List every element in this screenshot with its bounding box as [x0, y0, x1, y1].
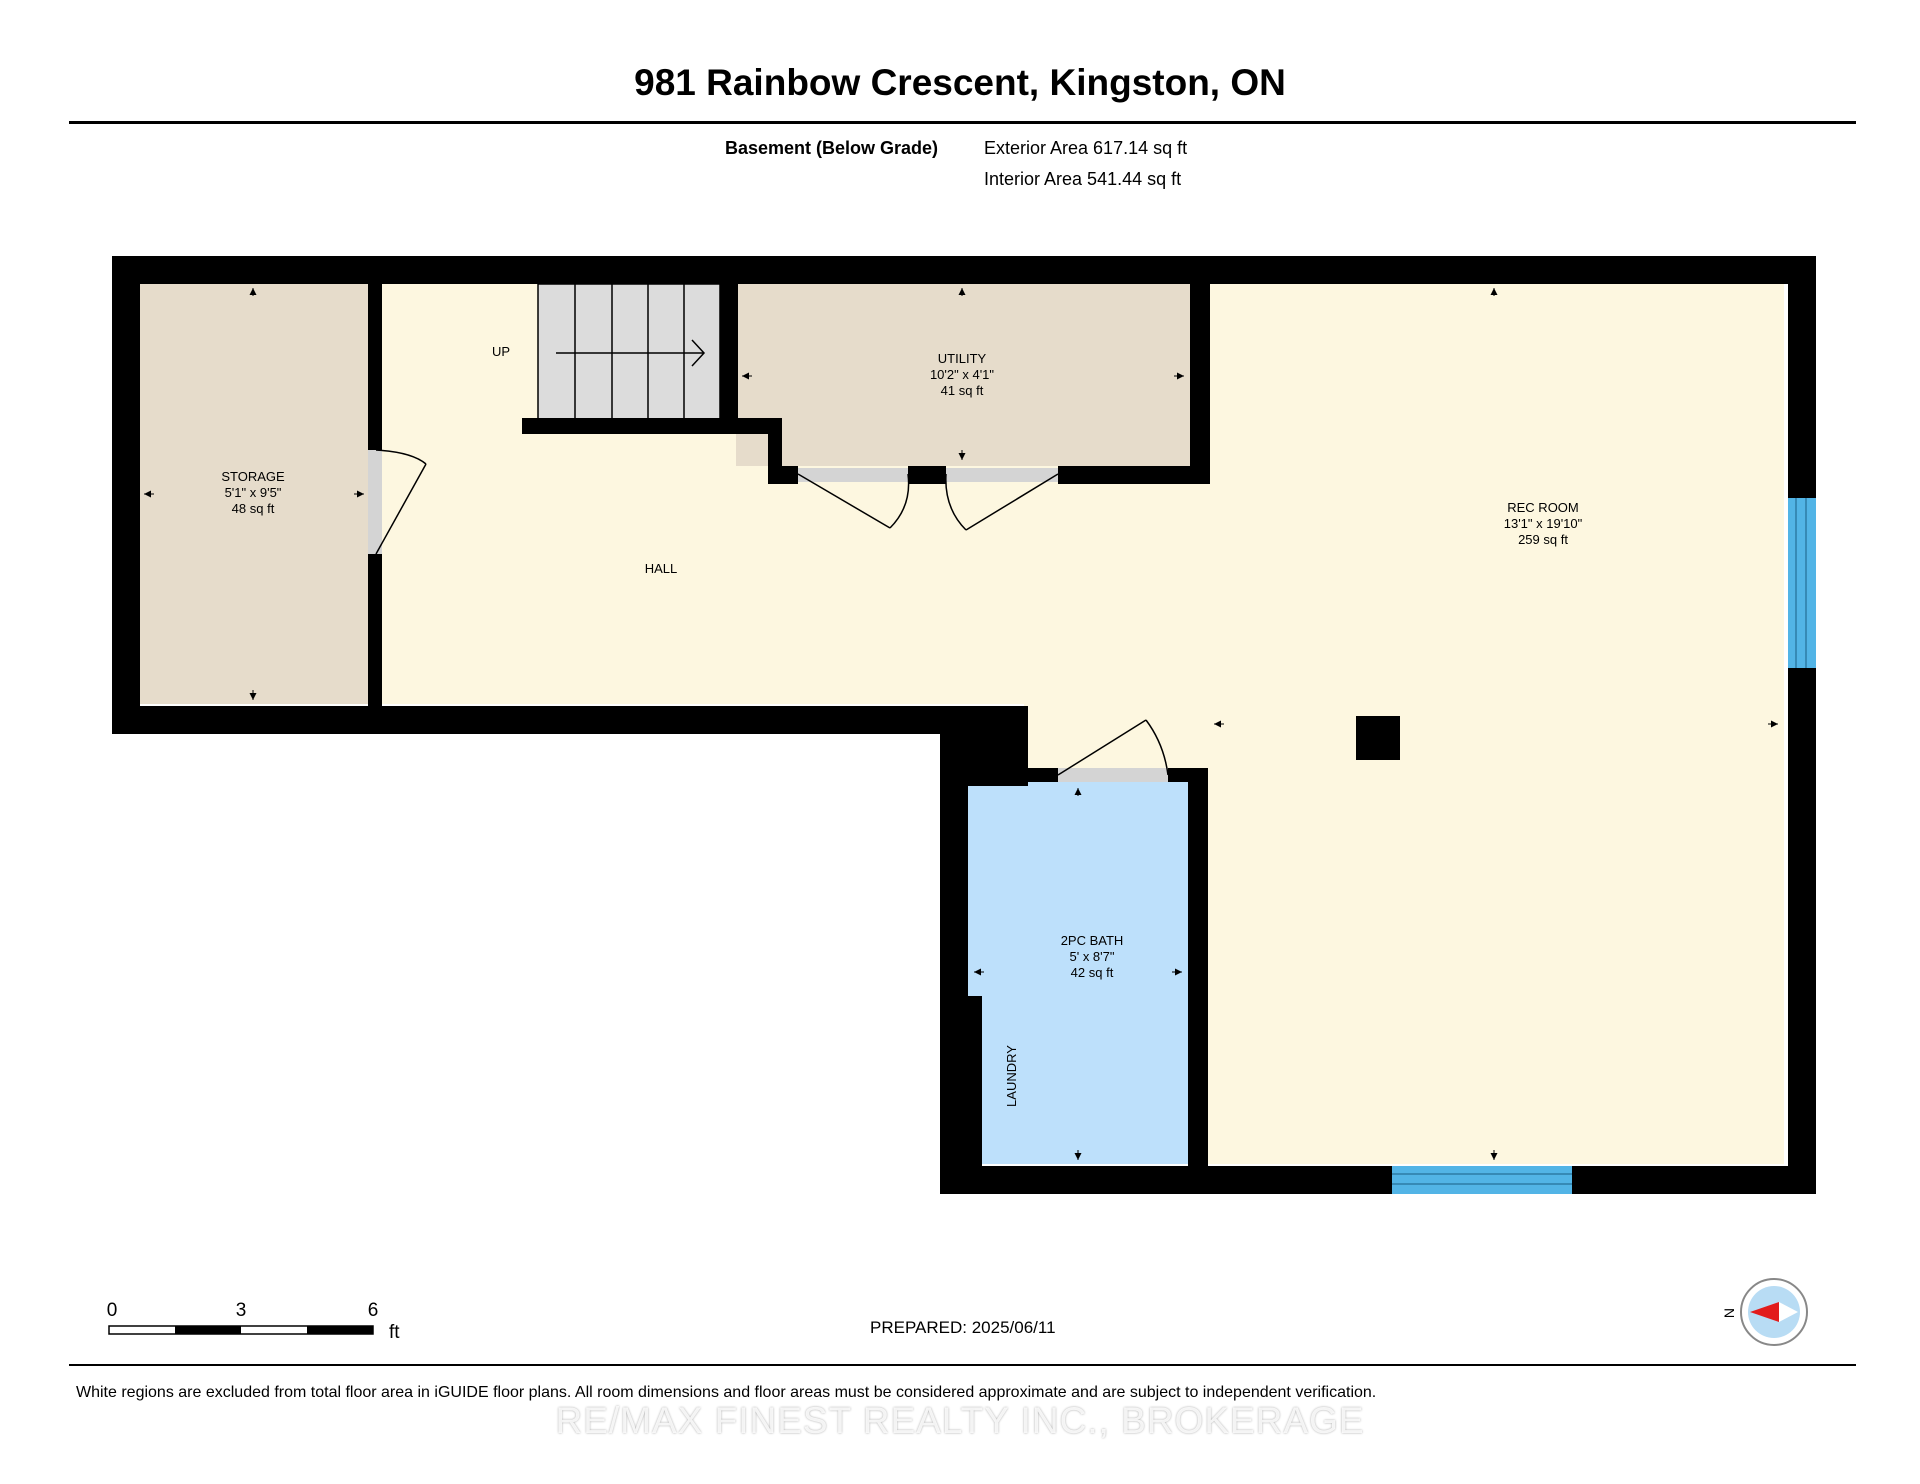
footer-rule [69, 1364, 1856, 1366]
brokerage-watermark: RE/MAX FINEST REALTY INC., BROKERAGE [555, 1400, 1365, 1441]
page-title: 981 Rainbow Crescent, Kingston, ON [634, 62, 1286, 103]
bath-name: 2PC BATH [1061, 933, 1124, 948]
rec-room-area: 259 sq ft [1518, 532, 1568, 547]
exterior-area: Exterior Area 617.14 sq ft [984, 138, 1188, 158]
prepared-date: PREPARED: 2025/06/11 [870, 1318, 1056, 1337]
utility-floor [736, 284, 1192, 466]
hall-label: HALL [645, 561, 678, 576]
storage-dims: 5'1" x 9'5" [225, 485, 282, 500]
utility-area: 41 sq ft [941, 383, 984, 398]
floor-level-label: Basement (Below Grade) [725, 138, 939, 158]
storage-floor [139, 284, 369, 704]
utility-door-left [797, 468, 910, 529]
scale-unit: ft [389, 1322, 400, 1343]
disclaimer: White regions are excluded from total fl… [76, 1384, 1377, 1401]
storage-dimension-arrows [144, 288, 364, 700]
utility-name: UTILITY [938, 351, 987, 366]
scale-tick-0: 0 [107, 1300, 118, 1321]
laundry-label: LAUNDRY [1004, 1045, 1019, 1107]
bath-door [1057, 719, 1169, 782]
storage-door [368, 449, 427, 555]
scale-tick-3: 3 [236, 1300, 247, 1321]
window-east [1788, 498, 1816, 668]
utility-dims: 10'2" x 4'1" [930, 367, 994, 382]
bath-dims: 5' x 8'7" [1070, 949, 1115, 964]
storage-name: STORAGE [221, 469, 285, 484]
stairs-up-label: UP [492, 344, 510, 359]
bath-area: 42 sq ft [1071, 965, 1114, 980]
bath-floor [968, 782, 1188, 1164]
utility-dimension-arrows [742, 288, 1184, 460]
rec-room-name: REC ROOM [1507, 500, 1579, 515]
header-rule [69, 121, 1856, 124]
compass-icon [1740, 1278, 1808, 1346]
storage-area: 48 sq ft [232, 501, 275, 516]
walls [112, 256, 1816, 1194]
compass-north-label: N [1721, 1308, 1737, 1318]
utility-door-right [945, 468, 1059, 531]
rec-room-dims: 13'1" x 19'10" [1504, 516, 1583, 531]
scale-tick-6: 6 [368, 1300, 379, 1321]
staircase [537, 283, 721, 423]
rec-room-dimension-arrows [1214, 288, 1778, 1160]
rec-room-floor [1208, 284, 1784, 1164]
scale-bar [108, 1325, 374, 1335]
interior-area: Interior Area 541.44 sq ft [984, 169, 1182, 189]
window-south [1392, 1166, 1572, 1194]
hall-upper-floor [382, 284, 530, 444]
bath-dimension-arrows [974, 788, 1182, 1160]
